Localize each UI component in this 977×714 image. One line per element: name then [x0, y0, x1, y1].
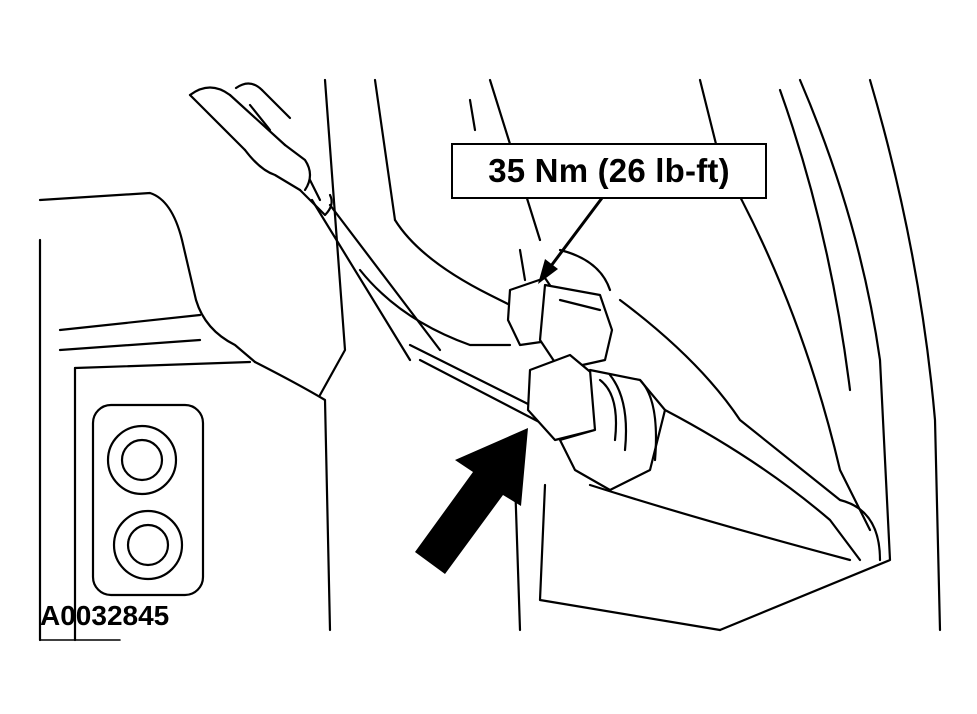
ac-line [358, 78, 547, 427]
center-panel [253, 78, 722, 632]
leader-arrowhead-icon [538, 259, 558, 284]
fitting-assembly [506, 78, 882, 562]
left-bracket [38, 191, 257, 642]
right-panel [718, 78, 942, 632]
direction-arrow [415, 428, 528, 574]
figure-id: A0032845 [40, 600, 170, 631]
upper-hose [188, 82, 442, 362]
solid-pointer-arrow-icon [415, 428, 528, 574]
torque-spec-label: 35 Nm (26 lb-ft) [451, 143, 767, 199]
torque-leader-arrow [538, 196, 604, 284]
